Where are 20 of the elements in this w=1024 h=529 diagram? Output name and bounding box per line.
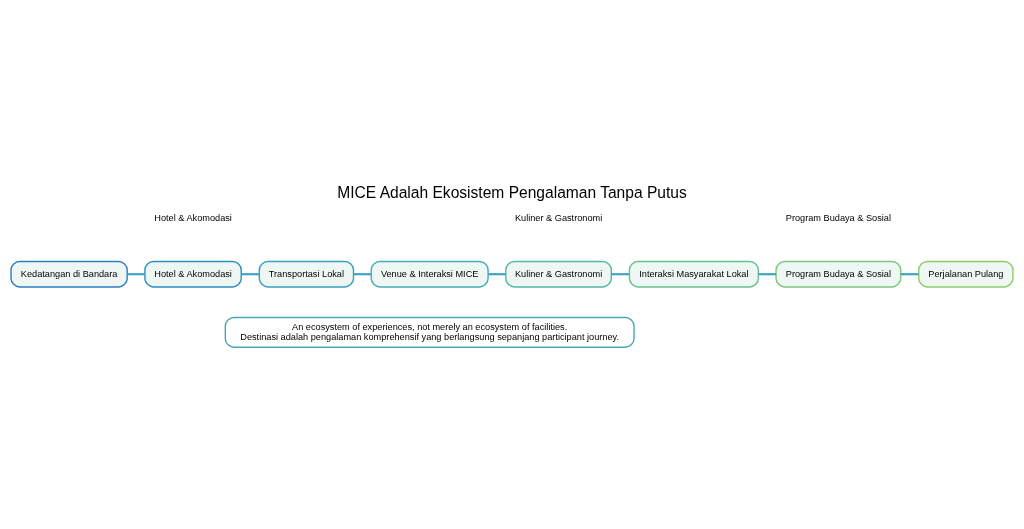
node-box: Transportasi Lokal (258, 260, 355, 288)
connector (758, 272, 776, 275)
node-box: An ecosystem of experiences, not merely an ecosystem of facilities. Destinasi adalah pengalaman komprehensif yang berlangsung sepanjang participant journey. (224, 316, 635, 348)
diagram-title: MICE Adalah Ekosistem Pengalaman Tanpa Putus (337, 183, 687, 201)
label: Hotel & Akomodasi (154, 212, 232, 223)
node-box: Kedatangan di Bandara (10, 260, 128, 288)
node-box: Kuliner & Gastronomi (505, 260, 613, 288)
node-box: Program Budaya & Sosial (775, 260, 902, 288)
label: Kuliner & Gastronomi (514, 212, 603, 223)
node-box: Perjalanan Pulang (918, 260, 1014, 288)
connector (488, 272, 506, 275)
node-box: Hotel & Akomodasi (144, 260, 242, 288)
node-box: Venue & Interaksi MICE (370, 260, 489, 288)
connector (241, 272, 260, 275)
connector (353, 272, 372, 275)
connector (127, 272, 145, 275)
connector (900, 272, 919, 275)
node-box: Interaksi Masyarakat Lokal (628, 260, 760, 288)
label: Program Budaya & Sosial (785, 212, 891, 223)
connector (611, 272, 630, 275)
